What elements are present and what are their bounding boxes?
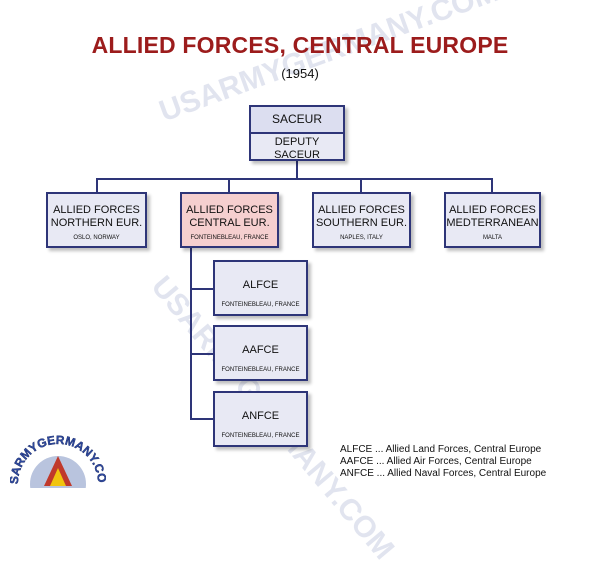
connector-top-vertical [296, 160, 298, 179]
subordinate-location: FONTEINEBLEAU, FRANCE [221, 433, 300, 439]
connector-anfce [190, 418, 214, 420]
command-location: OSLO, NORWAY [73, 235, 120, 241]
connector-sub-vertical [190, 247, 192, 419]
command-line1: ALLIED FORCES [186, 204, 273, 216]
subordinate-name: AAFCE [242, 344, 279, 356]
connector-horizontal-bus [96, 178, 493, 180]
connector-northern [96, 178, 98, 193]
command-location: NAPLES, ITALY [340, 235, 383, 241]
legend-row-aafce: AAFCE ... Allied Air Forces, Central Eur… [340, 456, 532, 467]
connector-aafce [190, 353, 214, 355]
subordinate-name: ANFCE [241, 410, 280, 422]
command-box-mediterranean: ALLIED FORCES MEDTERRANEAN MALTA [444, 192, 541, 248]
legend: ALFCE ... Allied Land Forces, Central Eu… [340, 444, 546, 480]
command-location: FONTEINEBLEAU, FRANCE [190, 235, 269, 241]
connector-alfce [190, 288, 214, 290]
connector-central [228, 178, 230, 193]
legend-row-anfce: ANFCE ... Allied Naval Forces, Central E… [340, 468, 547, 479]
usarmygermany-logo: USARMYGERMANY.COM [10, 432, 106, 488]
saceur-box: SACEUR DEPUTY SACEUR [249, 105, 345, 161]
command-line1: ALLIED FORCES [449, 204, 536, 216]
command-line1: ALLIED FORCES [53, 204, 140, 216]
chart-year: (1954) [281, 66, 319, 81]
subordinate-location: FONTEINEBLEAU, FRANCE [221, 302, 300, 308]
command-line2: MEDTERRANEAN [446, 217, 539, 229]
command-line2: SOUTHERN EUR. [315, 217, 408, 229]
deputy-saceur-line2: SACEUR [274, 149, 320, 161]
subordinate-location: FONTEINEBLEAU, FRANCE [221, 367, 300, 373]
connector-mediterranean [491, 178, 493, 193]
connector-southern [360, 178, 362, 193]
saceur-label: SACEUR [251, 107, 343, 134]
subordinate-name: ALFCE [242, 279, 279, 291]
subordinate-box-anfce: ANFCE FONTEINEBLEAU, FRANCE [213, 391, 308, 447]
legend-row-alfce: ALFCE ... Allied Land Forces, Central Eu… [340, 444, 542, 455]
command-box-northern: ALLIED FORCES NORTHERN EUR. OSLO, NORWAY [46, 192, 147, 248]
command-box-central: ALLIED FORCES CENTRAL EUR. FONTEINEBLEAU… [180, 192, 279, 248]
subordinate-box-aafce: AAFCE FONTEINEBLEAU, FRANCE [213, 325, 308, 381]
command-box-southern: ALLIED FORCES SOUTHERN EUR. NAPLES, ITAL… [312, 192, 411, 248]
command-line2: NORTHERN EUR. [50, 217, 143, 229]
chart-title: ALLIED FORCES, CENTRAL EUROPE [91, 32, 509, 58]
subordinate-box-alfce: ALFCE FONTEINEBLEAU, FRANCE [213, 260, 308, 316]
command-line1: ALLIED FORCES [318, 204, 405, 216]
command-location: MALTA [482, 235, 503, 241]
deputy-saceur-line1: DEPUTY [274, 136, 320, 148]
command-line2: CENTRAL EUR. [189, 217, 270, 229]
